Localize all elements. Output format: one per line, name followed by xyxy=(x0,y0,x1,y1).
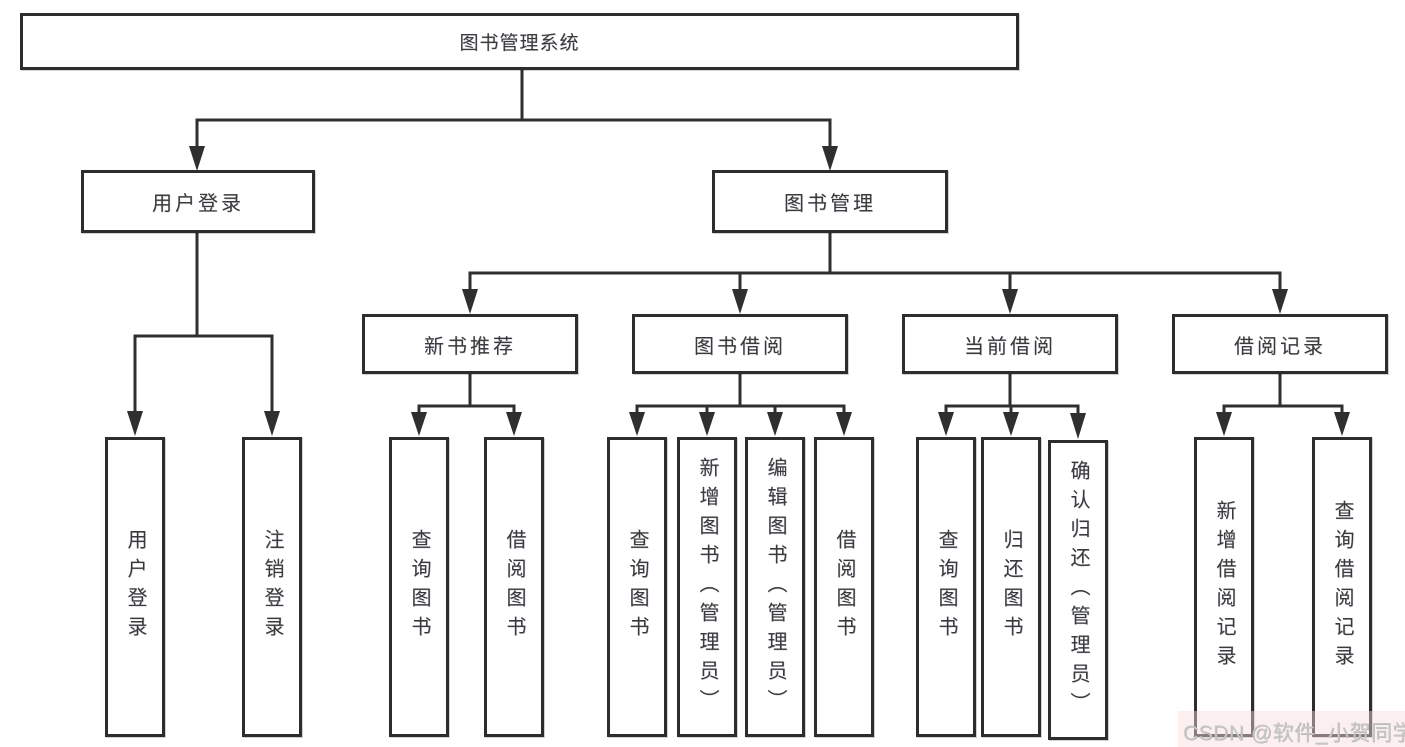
node-book-management-label: 图书管理 xyxy=(784,193,876,215)
node-borrow-record: 借阅记录 xyxy=(1172,314,1388,374)
node-current-borrow-label: 当前借阅 xyxy=(964,335,1056,358)
leaf-cb-confirm-return-label: 确认归还（管理员） xyxy=(1067,459,1089,721)
leaf-bb-borrow-book: 借阅图书 xyxy=(814,437,874,737)
leaf-cb-query-book-label: 查询图书 xyxy=(935,529,957,645)
node-book-management: 图书管理 xyxy=(712,170,948,233)
leaf-br-add-record: 新增借阅记录 xyxy=(1194,437,1254,737)
leaf-br-query-record: 查询借阅记录 xyxy=(1312,437,1372,737)
leaf-bb-edit-book-label: 编辑图书（管理员） xyxy=(764,456,786,718)
leaf-rec-borrow-book: 借阅图书 xyxy=(484,437,544,737)
watermark: CSDN @软件_小贺同学 xyxy=(1183,722,1405,745)
leaf-bb-query-book-label: 查询图书 xyxy=(626,529,648,645)
leaf-bb-query-book: 查询图书 xyxy=(607,437,667,737)
node-root-label: 图书管理系统 xyxy=(459,33,580,54)
leaf-cb-query-book: 查询图书 xyxy=(916,437,976,737)
leaf-rec-query-book: 查询图书 xyxy=(389,437,449,737)
leaf-br-add-record-label: 新增借阅记录 xyxy=(1213,500,1235,674)
node-user-login: 用户登录 xyxy=(81,170,315,233)
leaf-logout: 注销登录 xyxy=(242,437,302,737)
leaf-user-login: 用户登录 xyxy=(105,437,165,737)
leaf-cb-return-book: 归还图书 xyxy=(981,437,1041,737)
node-borrow-record-label: 借阅记录 xyxy=(1234,335,1326,358)
leaf-bb-add-book: 新增图书（管理员） xyxy=(677,437,737,737)
node-root: 图书管理系统 xyxy=(20,13,1019,70)
leaf-cb-confirm-return: 确认归还（管理员） xyxy=(1048,440,1108,740)
leaf-user-login-label: 用户登录 xyxy=(124,529,146,645)
leaf-rec-borrow-book-label: 借阅图书 xyxy=(503,529,525,645)
leaf-br-query-record-label: 查询借阅记录 xyxy=(1331,500,1353,674)
leaf-rec-query-book-label: 查询图书 xyxy=(408,529,430,645)
node-book-borrow-label: 图书借阅 xyxy=(694,335,786,358)
node-book-borrow: 图书借阅 xyxy=(632,314,848,374)
leaf-bb-edit-book: 编辑图书（管理员） xyxy=(745,437,805,737)
leaf-bb-add-book-label: 新增图书（管理员） xyxy=(696,456,718,718)
leaf-bb-borrow-book-label: 借阅图书 xyxy=(833,529,855,645)
watermark-background xyxy=(1178,711,1405,747)
leaf-cb-return-book-label: 归还图书 xyxy=(1000,529,1022,645)
node-new-book-recommend: 新书推荐 xyxy=(362,314,578,374)
node-user-login-label: 用户登录 xyxy=(152,193,244,215)
node-new-book-recommend-label: 新书推荐 xyxy=(424,335,516,358)
leaf-logout-label: 注销登录 xyxy=(261,529,283,645)
node-current-borrow: 当前借阅 xyxy=(902,314,1118,374)
